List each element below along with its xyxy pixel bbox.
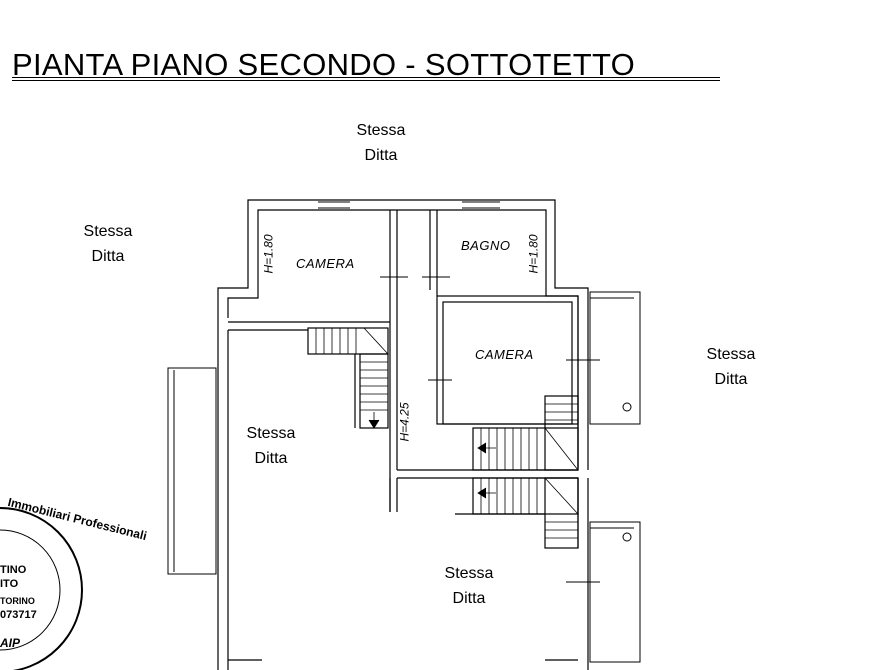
stamp-line-2: ITO xyxy=(0,578,19,590)
room-label-bagno: BAGNO xyxy=(461,238,511,253)
stamp-line-1: TINO xyxy=(0,564,27,576)
stair-treads-left xyxy=(315,327,389,429)
stamp-ring xyxy=(0,507,83,670)
height-label-bagno: H=1.80 xyxy=(526,234,541,274)
stair-treads-right-lower xyxy=(477,477,579,539)
title-underline-2 xyxy=(12,80,720,81)
room-label-camera-1: CAMERA xyxy=(296,256,355,271)
height-label-corridor: H=4.25 xyxy=(397,402,412,442)
height-label-camera-1: H=1.80 xyxy=(261,234,276,274)
stamp-line-3: TORINO xyxy=(0,596,35,606)
balconies xyxy=(167,291,641,663)
stamp-logo: AIP xyxy=(0,636,21,650)
stair-treads-right-upper xyxy=(477,403,579,471)
page-title: PIANTA PIANO SECONDO - SOTTOTETTO xyxy=(12,47,636,82)
stamp-line-4: 073717 xyxy=(0,609,37,621)
interior-walls xyxy=(228,210,579,549)
title-underline xyxy=(12,77,720,78)
door-marks xyxy=(380,276,600,583)
room-label-camera-2: CAMERA xyxy=(475,347,534,362)
window-marks xyxy=(318,201,500,209)
